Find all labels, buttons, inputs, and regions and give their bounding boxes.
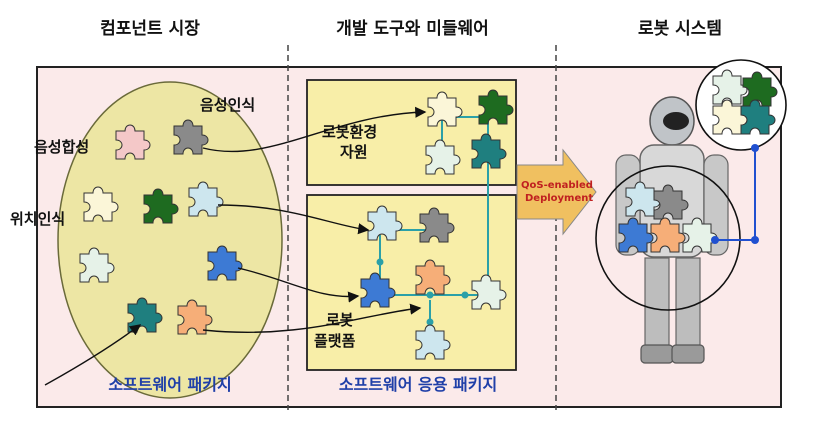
label-robot-platform-2: 플랫폼 [314,332,356,350]
qos-deployment-arrow [516,148,597,236]
component-market-ellipse [57,81,283,399]
robot-component-circle [595,165,741,311]
label-software-package: 소프트웨어 패키지 [108,375,231,394]
label-robot-platform-1: 로봇 [326,311,354,329]
label-qos-2: Deployment [525,193,593,204]
header-component-market: 컴포넌트 시장 [100,19,200,39]
connector-dot-c [751,144,759,152]
label-voice-recognition: 음성인식 [200,96,255,114]
robot-detail-circle [695,59,787,151]
label-software-app-package: 소프트웨어 응용 패키지 [339,375,497,394]
label-robot-env-2: 자원 [340,143,368,161]
connector-dot-b [751,236,759,244]
label-location-recognition: 위치인식 [10,210,65,228]
label-qos-1: QoS-enabled [521,180,593,191]
label-robot-env-1: 로봇환경 [322,123,377,141]
header-dev-tools-middleware: 개발 도구와 미들웨어 [336,19,489,39]
header-robot-system: 로봇 시스템 [637,19,723,39]
connector-dot-a [711,236,719,244]
component-arrows [44,106,427,386]
label-voice-synthesis: 음성합성 [34,138,89,156]
